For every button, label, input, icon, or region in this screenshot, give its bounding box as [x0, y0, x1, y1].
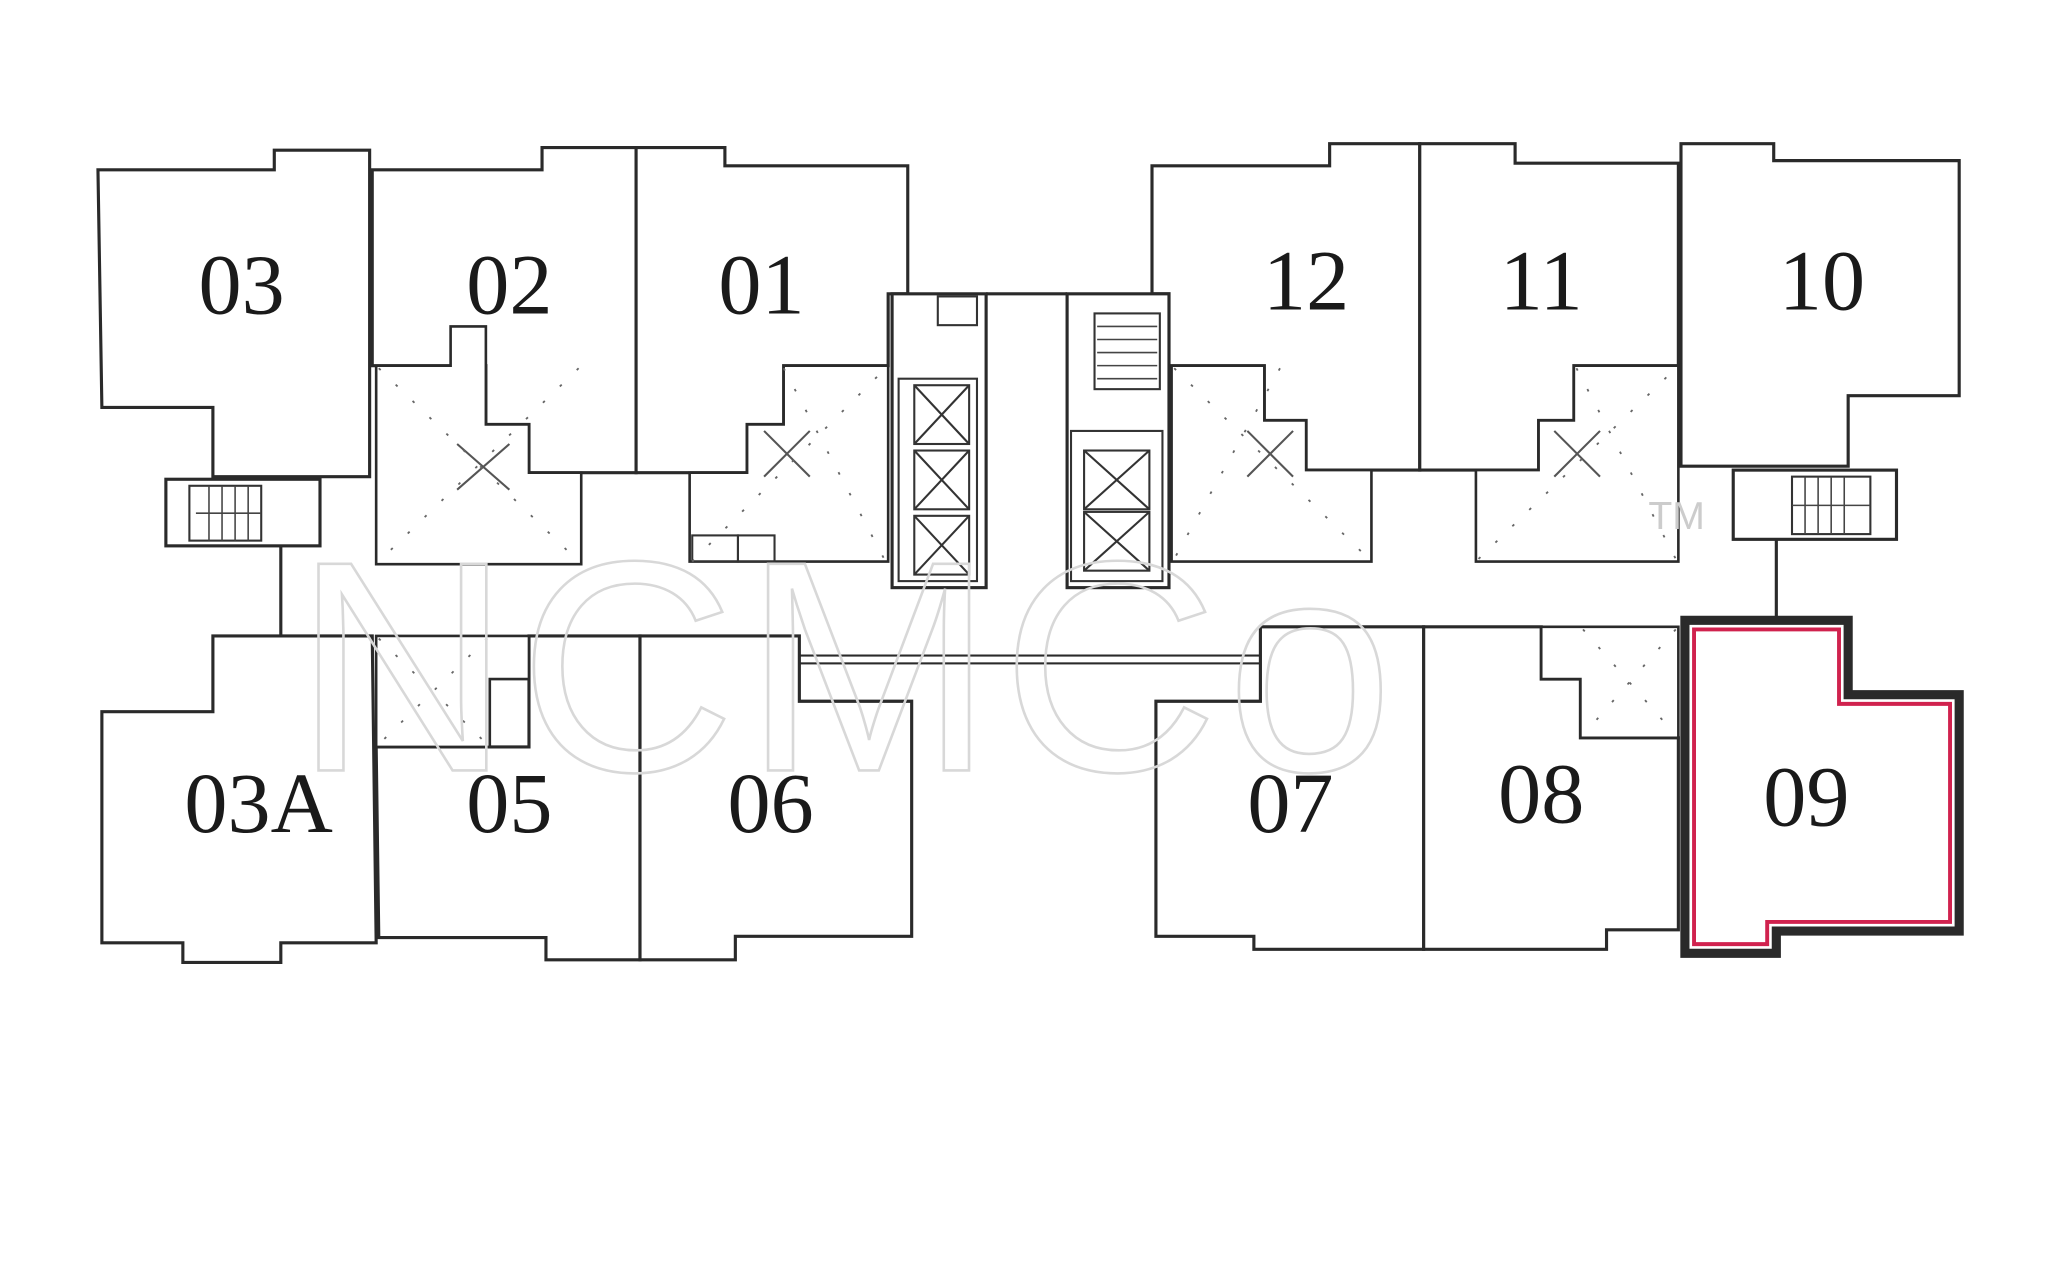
- watermark-tm: TM: [1648, 495, 1705, 538]
- light-well-center-left: [688, 364, 890, 563]
- unit-label: 02: [466, 236, 552, 332]
- light-well-right-bottom: [1539, 625, 1680, 740]
- unit-label: 08: [1498, 746, 1584, 842]
- unit-label: 03A: [184, 755, 332, 851]
- light-well-center-right: [1170, 364, 1373, 563]
- unit-06[interactable]: [638, 634, 914, 962]
- unit-10[interactable]: [1679, 142, 1961, 468]
- light-well-right-top: [1474, 364, 1680, 563]
- unit-09-highlighted[interactable]: [1680, 615, 1964, 958]
- elevator-core-left: [890, 292, 988, 590]
- unit-label: 10: [1779, 232, 1865, 328]
- unit-label: 09: [1763, 748, 1849, 844]
- light-well-left-top: [374, 325, 583, 566]
- unit-03[interactable]: [96, 148, 372, 479]
- unit-label: 05: [466, 755, 552, 851]
- light-well-left-bottom: [374, 634, 531, 749]
- elevator-core-right: [1065, 292, 1171, 590]
- unit-label: 07: [1247, 755, 1333, 851]
- unit-label: 01: [718, 236, 804, 332]
- unit-03a[interactable]: [100, 634, 378, 964]
- watermark: NCMCo: [294, 498, 1401, 834]
- unit-label: 11: [1500, 232, 1583, 328]
- unit-label: 12: [1263, 232, 1349, 328]
- staircase-left: [164, 477, 322, 548]
- unit-label: 06: [728, 755, 814, 851]
- unit-label: 03: [199, 236, 285, 332]
- staircase-right: [1731, 468, 1899, 541]
